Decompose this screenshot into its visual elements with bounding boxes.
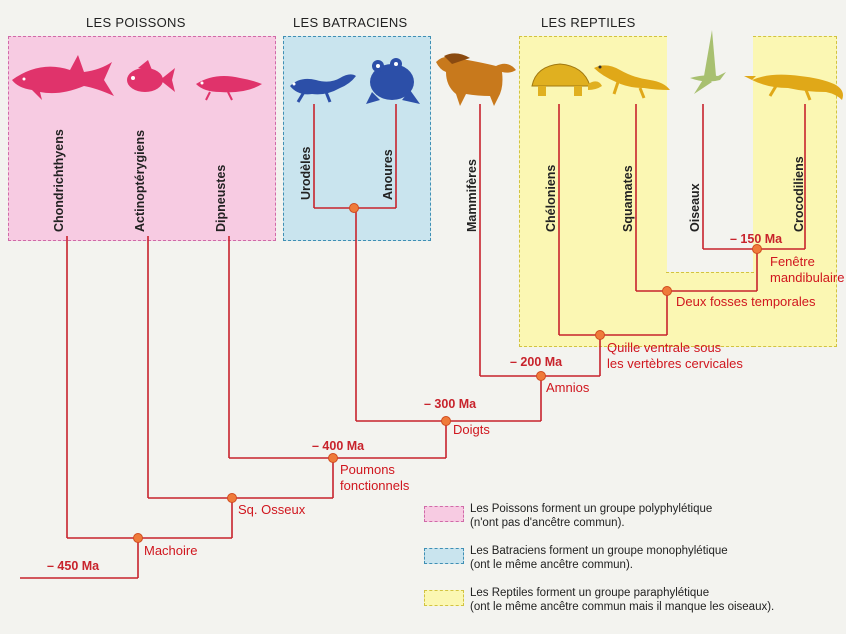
lizard-icon <box>594 65 670 99</box>
fish-icon <box>127 60 175 92</box>
char-fenetre-line1: Fenêtre <box>770 254 815 269</box>
legend-batraciens: Les Batraciens forment un groupe monophy… <box>424 544 728 572</box>
bird-icon <box>690 30 726 94</box>
node-amnios <box>536 371 546 381</box>
turtle-icon <box>531 63 602 96</box>
node-poumons <box>328 453 338 463</box>
char-poumons: Poumons fonctionnels <box>340 462 409 494</box>
char-amnios: Amnios <box>546 380 590 395</box>
char-sq-osseux: Sq. Osseux <box>238 502 306 517</box>
node-fosses <box>662 286 672 296</box>
lungfish-icon <box>196 76 262 101</box>
char-quille-line1: Quille ventrale sous <box>607 340 722 355</box>
horse-icon <box>436 53 516 106</box>
frog-icon <box>366 58 420 104</box>
char-fenetre-line2: mandibulaire <box>770 270 845 285</box>
char-doigts: Doigts <box>453 422 490 437</box>
char-fenetre: Fenêtre mandibulaire <box>770 254 844 286</box>
reptiles-title: LES REPTILES <box>541 15 636 30</box>
date-300: – 300 Ma <box>424 397 477 411</box>
poissons-title: LES POISSONS <box>86 15 186 30</box>
node-doigts <box>441 416 451 426</box>
legend-reptiles-line2: (ont le même ancêtre commun mais il manq… <box>470 601 775 613</box>
legend-swatch-reptiles <box>424 590 464 606</box>
taxon-crocodiliens: Crocodiliens <box>792 156 806 232</box>
date-450: – 450 Ma <box>47 559 100 573</box>
legend-reptiles: Les Reptiles forment un groupe paraphylé… <box>424 586 774 614</box>
date-400: – 400 Ma <box>312 439 365 453</box>
reptiles-box-bottom <box>666 272 754 347</box>
taxon-cheloniens: Chéloniens <box>544 164 558 232</box>
char-quille: Quille ventrale sous les vertèbres cervi… <box>607 340 743 372</box>
char-quille-line2: les vertèbres cervicales <box>607 356 743 371</box>
char-fosses: Deux fosses temporales <box>676 294 816 309</box>
salamander-icon <box>290 74 356 103</box>
legend-poissons: Les Poissons forment un groupe polyphylé… <box>424 502 712 530</box>
date-200: – 200 Ma <box>510 355 563 369</box>
taxon-chondrichthyens: Chondrichthyens <box>52 129 66 232</box>
legend-poissons-line1: Les Poissons forment un groupe polyphylé… <box>470 503 713 515</box>
date-150: – 150 Ma <box>730 232 783 246</box>
legend-reptiles-line1: Les Reptiles forment un groupe paraphylé… <box>470 587 710 599</box>
char-machoire: Machoire <box>144 543 198 558</box>
shark-icon <box>12 55 114 100</box>
legend-batraciens-line2: (ont le même ancêtre commun). <box>470 559 633 571</box>
taxon-oiseaux: Oiseaux <box>688 183 702 232</box>
node-fenetre <box>752 244 762 254</box>
legend-poissons-line2: (n'ont pas d'ancêtre commun). <box>470 517 625 529</box>
taxon-actinopterygiens: Actinoptérygiens <box>133 129 147 232</box>
node-sq-osseux <box>227 493 237 503</box>
legend-swatch-batraciens <box>424 548 464 564</box>
taxon-mammiferes: Mammifères <box>465 159 479 232</box>
node-batraciens <box>349 203 359 213</box>
taxon-dipneustes: Dipneustes <box>214 164 228 232</box>
node-machoire <box>133 533 143 543</box>
char-poumons-line2: fonctionnels <box>340 478 410 493</box>
char-poumons-line1: Poumons <box>340 462 395 477</box>
taxon-urodeles: Urodèles <box>299 146 313 201</box>
batraciens-title: LES BATRACIENS <box>293 15 408 30</box>
taxon-squamates: Squamates <box>621 165 635 232</box>
crocodile-icon <box>744 74 843 101</box>
node-quille <box>595 330 605 340</box>
legend-batraciens-line1: Les Batraciens forment un groupe monophy… <box>470 545 728 557</box>
legend-swatch-poissons <box>424 506 464 522</box>
taxon-anoures: Anoures <box>381 149 395 200</box>
